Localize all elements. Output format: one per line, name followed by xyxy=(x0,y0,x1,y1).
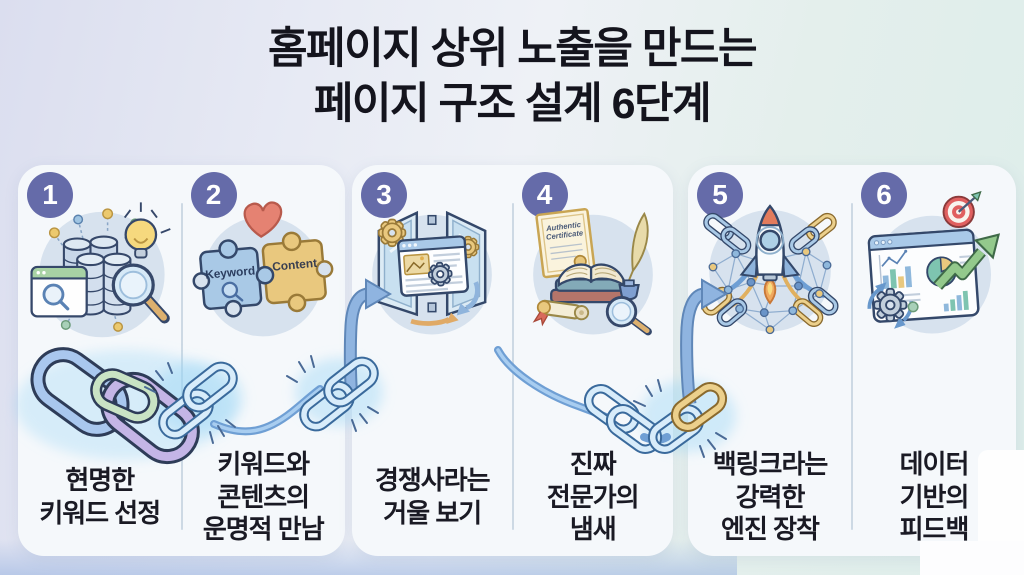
competitor-mirror-illustration xyxy=(356,191,508,343)
chain-link-pair xyxy=(788,212,837,255)
certificate-title-line: Authentic xyxy=(544,220,582,233)
webpage-window-icon xyxy=(397,235,470,297)
step-number-badge: 2 xyxy=(190,172,237,218)
step-number-badge: 1 xyxy=(27,172,73,218)
title-line-2: 페이지 구조 설계 6단계 xyxy=(313,80,712,129)
magnifier-icon xyxy=(111,263,170,324)
step-label-line: 강력한 xyxy=(735,481,806,512)
background-white-patch xyxy=(920,541,1024,575)
step-label-line: 현명한 xyxy=(65,465,135,496)
puzzle-content-icon: Content xyxy=(255,231,334,313)
card-steps-5-6: 5 xyxy=(688,165,1016,556)
puzzle-keyword-label: Keyword xyxy=(205,263,256,281)
card-steps-3-4: 3 xyxy=(352,165,673,556)
step-label-line: 운명적 만남 xyxy=(202,514,325,545)
card-steps-1-2: 1 xyxy=(18,165,345,556)
lightbulb-icon xyxy=(123,202,171,259)
keyword-content-puzzle-illustration: Keyword Content xyxy=(187,191,339,343)
heart-icon xyxy=(243,201,283,238)
keyword-research-illustration xyxy=(24,191,176,343)
step-label-line: 키워드와 xyxy=(217,448,310,479)
step-label-line: 키워드 선정 xyxy=(39,498,161,528)
step-label-line: 경쟁사라는 xyxy=(374,465,491,496)
card-divider xyxy=(851,203,853,530)
step-label-4: 진짜 전문가의 냄새 xyxy=(515,445,672,549)
backlink-chains xyxy=(701,212,839,327)
step-panel-6: 6 xyxy=(852,165,1016,556)
scroll-icon xyxy=(532,299,589,327)
puzzle-content-label: Content xyxy=(272,256,318,274)
certificate-icon: Authentic Certificate xyxy=(535,207,596,279)
puzzle-keyword-icon: Keyword xyxy=(192,239,263,318)
title-line-1: 홈페이지 상위 노출을 만드는 xyxy=(267,25,758,73)
chain-link-pair xyxy=(703,212,752,255)
growth-arrow-icon xyxy=(933,233,1001,290)
step-number-badge: 6 xyxy=(861,172,907,218)
search-window-icon xyxy=(30,265,88,318)
step-panel-2: 2 Keyword xyxy=(182,165,346,556)
step-label-6: 데이터 기반의 피드백 xyxy=(854,445,1014,549)
step-label-line: 엔진 장착 xyxy=(721,514,820,545)
step-panel-5: 5 xyxy=(688,165,852,556)
step-number-badge: 5 xyxy=(697,172,743,218)
step-label-line: 데이터 xyxy=(899,448,970,479)
quill-icon xyxy=(618,211,649,301)
rocket-icon xyxy=(739,204,801,305)
step-number-badge: 4 xyxy=(521,172,568,218)
step-label-line: 콘텐츠의 xyxy=(217,481,310,512)
step-label-1: 현명한 키워드 선정 xyxy=(20,445,180,549)
step-label-3: 경쟁사라는 거울 보기 xyxy=(354,445,511,549)
target-icon xyxy=(942,191,982,229)
backlink-rocket-illustration xyxy=(694,191,846,343)
step-label-5: 백링크라는 강력한 엔진 장착 xyxy=(690,445,850,549)
step-label-line: 기반의 xyxy=(899,481,970,512)
step-label-2: 키워드와 콘텐츠의 운명적 만남 xyxy=(184,445,344,549)
magnifier-icon xyxy=(605,295,652,336)
step-label-line: 피드백 xyxy=(899,514,970,545)
sync-arrows-icon xyxy=(410,281,480,326)
step-number-badge: 3 xyxy=(361,172,407,218)
step-label-line: 냄새 xyxy=(569,514,617,545)
open-book-icon xyxy=(549,263,629,304)
step-panel-3: 3 xyxy=(352,165,513,556)
step-panel-1: 1 xyxy=(18,165,182,556)
data-feedback-illustration xyxy=(858,191,1010,343)
expert-books-illustration: Authentic Certificate xyxy=(517,191,669,343)
step-label-line: 전문가의 xyxy=(546,481,640,512)
gear-refresh-icon xyxy=(867,282,919,329)
step-label-line: 백링크라는 xyxy=(712,448,829,479)
page-title: 홈페이지 상위 노출을 만드는 페이지 구조 설계 6단계 xyxy=(0,22,1024,132)
step-label-line: 거울 보기 xyxy=(383,498,482,528)
network-nodes xyxy=(708,247,832,335)
step-label-line: 진짜 xyxy=(569,448,617,479)
chain-link-pair xyxy=(792,286,839,327)
step-panel-4: 4 Authentic Certificate xyxy=(513,165,674,556)
